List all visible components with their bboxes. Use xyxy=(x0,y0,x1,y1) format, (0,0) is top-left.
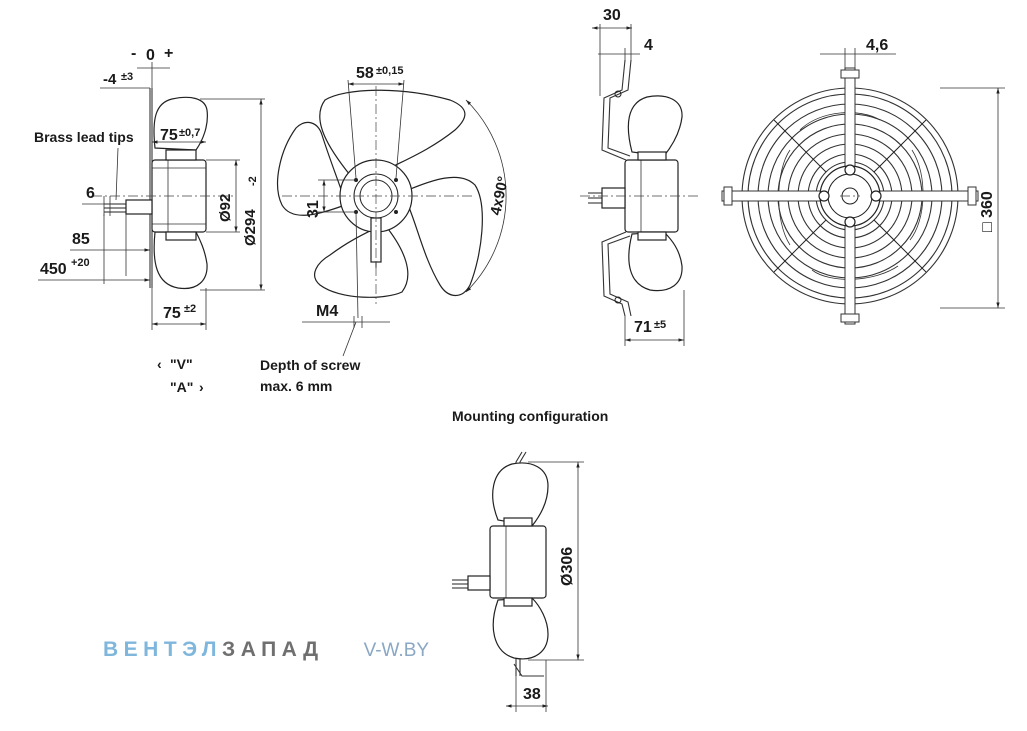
side-view-left: - 0 + -4 ±3 75 ±0,7 Brass lead tips 6 85… xyxy=(34,45,265,395)
blade-bottom xyxy=(153,231,208,290)
dim-angle: 4x90° xyxy=(487,175,512,217)
dim-450-tol: +20 xyxy=(71,257,90,269)
dim-71-tol: ±5 xyxy=(654,319,666,331)
note-a-label: "A" xyxy=(170,379,193,395)
dim-85: 85 xyxy=(72,231,90,248)
impeller-blade-4 xyxy=(276,121,346,216)
note-mounting: Mounting configuration xyxy=(452,408,608,424)
dim-6: 6 xyxy=(86,185,95,202)
dim-offset-neg: - xyxy=(131,45,136,62)
watermark-brand-part1: ВЕНТЭЛ xyxy=(103,638,223,661)
blade-top xyxy=(153,96,208,151)
side-view-guard: 30 4 71 ±5 xyxy=(580,7,700,346)
v-arrow: ‹ xyxy=(157,356,162,372)
dim-30: 30 xyxy=(603,7,621,24)
dim-4-6: 4,6 xyxy=(866,37,888,54)
mount-blade-top xyxy=(492,462,549,527)
watermark-brand-part2: ЗАПАД xyxy=(222,638,324,661)
note-depth-line2: max. 6 mm xyxy=(260,378,332,394)
a-arrow: › xyxy=(199,379,204,395)
dim-75a-tol: ±0,7 xyxy=(179,127,200,139)
dim-58-tol: ±0,15 xyxy=(376,65,403,77)
dim-dia294: Ø294 xyxy=(242,209,259,246)
note-brass-lead-tips: Brass lead tips xyxy=(34,129,134,145)
impeller-blade-2 xyxy=(407,176,483,297)
note-v-label: "V" xyxy=(170,356,193,372)
dim-sq360: □ 360 xyxy=(979,191,996,232)
mounting-configuration: Mounting configuration Ø306 38 xyxy=(452,408,608,712)
guard-profile-bottom xyxy=(601,231,627,317)
front-view-impeller: 58 ±0,15 31 4x90° M4 Depth of screw max.… xyxy=(260,65,512,394)
impeller-blade-1 xyxy=(319,89,466,176)
mount-motor xyxy=(489,525,547,599)
dim-offset-value: -4 xyxy=(103,71,117,88)
impeller-blade-3 xyxy=(314,224,409,298)
dim-dia306: Ø306 xyxy=(559,547,576,586)
watermark: ВЕНТЭЛЗАПАД V-W.BY xyxy=(103,638,429,662)
dim-dia294-tol: -2 xyxy=(247,176,259,186)
dim-offset-tol: ±3 xyxy=(121,71,133,83)
front-view-guard: 4,6 □ 360 xyxy=(721,37,1005,325)
note-depth-line1: Depth of screw xyxy=(260,357,360,373)
dim-offset-zero: 0 xyxy=(146,47,155,64)
dim-75b: 75 xyxy=(163,305,181,322)
dim-4: 4 xyxy=(644,37,653,54)
dim-31: 31 xyxy=(305,200,322,218)
dim-71: 71 xyxy=(634,319,652,336)
dim-offset-pos: + xyxy=(164,45,173,62)
dim-75a: 75 xyxy=(160,127,178,144)
dim-m4: M4 xyxy=(316,303,338,320)
dim-450: 450 xyxy=(40,261,67,278)
dim-38: 38 xyxy=(523,686,541,703)
watermark-site: V-W.BY xyxy=(363,640,430,661)
guard-profile-top xyxy=(601,59,627,161)
dim-58: 58 xyxy=(356,65,374,82)
lead-connector xyxy=(125,199,153,215)
mount-blade-bottom xyxy=(492,597,549,660)
dim-dia92: Ø92 xyxy=(217,194,234,222)
dim-75b-tol: ±2 xyxy=(184,303,196,315)
